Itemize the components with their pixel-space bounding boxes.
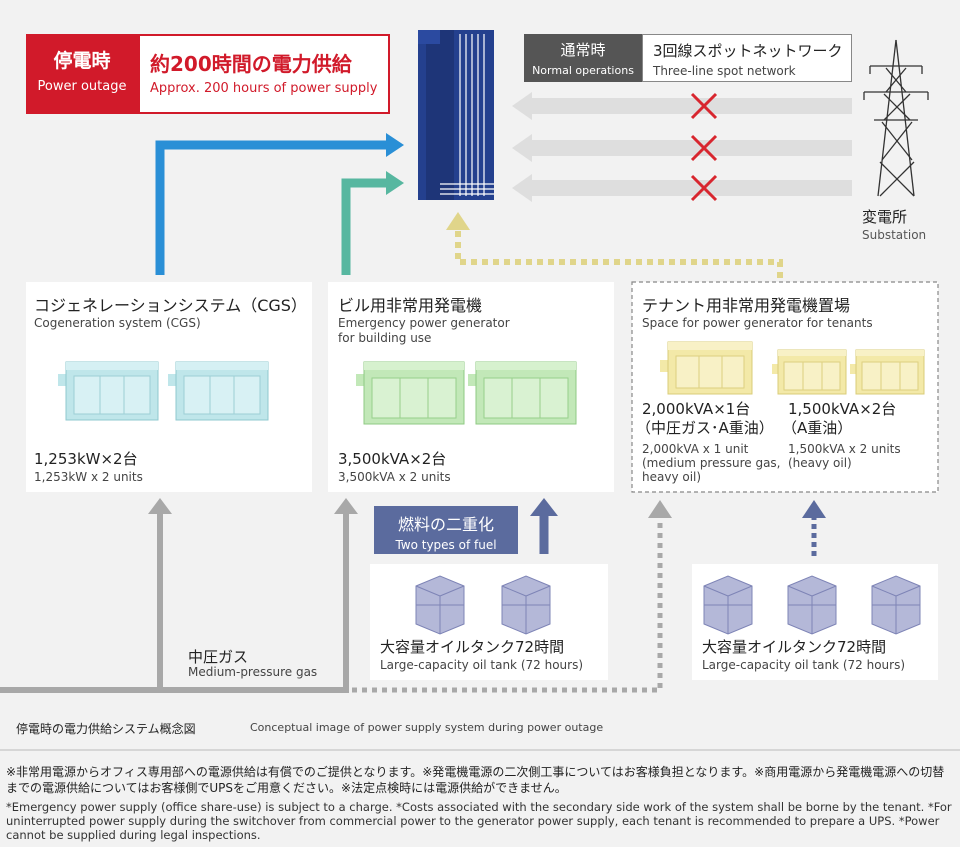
tenant-gen1-ja-1: 2,000kVA×1台	[642, 400, 751, 418]
emergency-capacity-en: 3,500kVA x 2 units	[338, 470, 451, 484]
tank-tenant-panel: 大容量オイルタンク72時間 Large-capacity oil tank (7…	[692, 564, 938, 680]
emergency-capacity-ja: 3,500kVA×2台	[338, 450, 447, 468]
gas-label-ja: 中圧ガス	[188, 648, 249, 666]
tenant-gen2-en-1: 1,500kVA x 2 units	[788, 442, 901, 456]
cgs-supply-arrow	[155, 133, 404, 275]
oil-tank-icon	[501, 575, 551, 635]
tenant-gen2-ja-2: （A重油）	[782, 419, 853, 437]
gas-dotted-line	[352, 520, 663, 693]
outage-headline-en: Approx. 200 hours of power supply	[150, 81, 378, 96]
tenant-gen2-en-2: (heavy oil)	[788, 456, 852, 470]
emergency-panel: ビル用非常用発電機 Emergency power generator for …	[328, 282, 614, 492]
tenant-gen2-ja-1: 1,500kVA×2台	[788, 400, 897, 418]
oil-tank-icon	[703, 575, 753, 635]
gas-supply-lines	[0, 512, 349, 693]
cgs-capacity-ja: 1,253kW×2台	[34, 450, 138, 468]
tenant-subtitle: Space for power generator for tenants	[642, 316, 873, 330]
building-icon	[418, 30, 494, 200]
gas-arrow-cgs	[148, 498, 172, 514]
oil-tank-icon	[871, 575, 921, 635]
tenant-supply-arrow	[446, 212, 783, 278]
tank-building-label-ja: 大容量オイルタンク72時間	[380, 638, 565, 656]
oil-tank-icon	[415, 575, 465, 635]
normal-supply-arrows	[512, 92, 852, 202]
tenant-gen1-en-2: (medium pressure gas,	[642, 456, 781, 470]
generator-icon	[660, 341, 753, 395]
tank-building-panel-bg	[370, 564, 608, 680]
tank-building-panel: 大容量オイルタンク72時間 Large-capacity oil tank (7…	[370, 564, 608, 680]
normal-badge: 通常時 Normal operations	[524, 34, 642, 82]
tenant-gen1-en-3: heavy oil)	[642, 470, 702, 484]
fuel-badge: 燃料の二重化 Two types of fuel	[374, 506, 518, 554]
tenant-panel: テナント用非常用発電機置場 Space for power generator …	[632, 282, 938, 492]
cgs-panel: コジェネレーションシステム（CGS） Cogeneration system (…	[26, 282, 312, 492]
outage-headline: 約200時間の電力供給 Approx. 200 hours of power s…	[138, 34, 390, 114]
gas-arrow-tenant	[648, 500, 672, 518]
notes-ja: ※非常用電源からオフィス専用部への電源供給は有償でのご提供となります。※発電機電…	[6, 765, 945, 795]
fuel-badge-ja: 燃料の二重化	[397, 515, 494, 534]
fuel-arrow-building	[530, 498, 558, 554]
tenant-title: テナント用非常用発電機置場	[642, 296, 851, 315]
substation-label-en: Substation	[862, 228, 927, 242]
outage-badge-en: Power outage	[37, 79, 127, 94]
tank-tenant-label-en: Large-capacity oil tank (72 hours)	[702, 658, 906, 672]
emergency-supply-arrow	[341, 171, 404, 275]
generator-icon	[850, 349, 925, 395]
generator-icon	[356, 361, 465, 425]
normal-badge-en: Normal operations	[532, 64, 634, 77]
caption-en: Conceptual image of power supply system …	[250, 721, 604, 734]
gas-arrow-emergency	[334, 498, 358, 514]
oil-tank-icon	[787, 575, 837, 635]
transmission-tower-icon	[863, 39, 929, 197]
generator-icon	[58, 361, 159, 421]
generator-icon	[772, 349, 847, 395]
emergency-subtitle-1: Emergency power generator	[338, 316, 510, 330]
gas-label-en: Medium-pressure gas	[188, 665, 318, 679]
cgs-subtitle: Cogeneration system (CGS)	[34, 316, 201, 330]
caption-ja: 停電時の電力供給システム概念図	[16, 722, 196, 736]
substation-label-ja: 変電所	[862, 208, 908, 226]
tank-tenant-label-ja: 大容量オイルタンク72時間	[702, 638, 887, 656]
outage-badge-ja: 停電時	[53, 50, 111, 72]
cgs-capacity-en: 1,253kW x 2 units	[34, 470, 143, 484]
normal-description: 3回線スポットネットワーク Three-line spot network	[642, 34, 852, 82]
generator-icon	[468, 361, 577, 425]
outage-badge: 停電時 Power outage	[26, 34, 138, 114]
emergency-subtitle-2: for building use	[338, 331, 432, 345]
tenant-gen1-ja-2: （中圧ガス･A重油）	[636, 419, 774, 437]
fuel-arrow-tenant	[802, 500, 826, 556]
normal-desc-en: Three-line spot network	[653, 64, 796, 78]
outage-headline-ja: 約200時間の電力供給	[150, 52, 352, 76]
cross-icon	[690, 92, 718, 202]
cgs-title: コジェネレーションシステム（CGS）	[34, 296, 307, 315]
normal-badge-ja: 通常時	[560, 41, 606, 59]
notes-en: *Emergency power supply (office share-us…	[6, 800, 952, 842]
emergency-title: ビル用非常用発電機	[338, 296, 483, 315]
fuel-badge-en: Two types of fuel	[395, 538, 497, 552]
generator-icon	[168, 361, 269, 421]
tenant-gen1-en-1: 2,000kVA x 1 unit	[642, 442, 749, 456]
tank-building-label-en: Large-capacity oil tank (72 hours)	[380, 658, 584, 672]
normal-desc-ja: 3回線スポットネットワーク	[653, 42, 843, 60]
